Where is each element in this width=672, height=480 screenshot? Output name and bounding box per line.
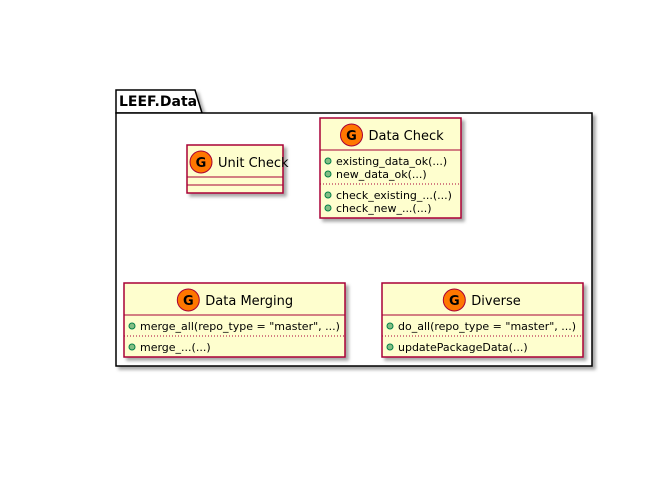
- class-member: do_all(repo_type = "master", ...): [398, 320, 576, 333]
- class-box: [319, 117, 462, 219]
- public-visibility-icon: [386, 322, 394, 330]
- class-data-merging[interactable]: G Data Merging merge_all(repo_type = "mast…: [123, 282, 346, 358]
- stereotype-letter: G: [346, 129, 357, 144]
- public-visibility-icon: [324, 157, 332, 165]
- stereotype-letter: G: [196, 156, 207, 171]
- class-data-check[interactable]: G Data Check existing_data_ok(...)new_data…: [319, 117, 462, 219]
- class-stereotype-icon: [189, 150, 213, 174]
- class-member: merge_all(repo_type = "master", ...): [140, 320, 340, 333]
- public-visibility-icon: [324, 170, 332, 178]
- package-name: LEEF.Data: [119, 94, 197, 110]
- class-stereotype-icon: [442, 288, 466, 312]
- class-unit-check[interactable]: G Unit Check: [186, 144, 289, 194]
- public-visibility-icon: [128, 343, 136, 351]
- class-title: Data Merging: [205, 294, 293, 309]
- class-member: check_new_...(...): [336, 202, 432, 215]
- class-member: merge_...(...): [140, 341, 211, 354]
- class-member: existing_data_ok(...): [336, 155, 447, 168]
- class-title: Data Check: [369, 129, 445, 144]
- class-member: new_data_ok(...): [336, 168, 427, 181]
- stereotype-letter: G: [449, 294, 460, 309]
- class-member: updatePackageData(...): [398, 341, 528, 354]
- stereotype-letter: G: [183, 294, 194, 309]
- public-visibility-icon: [128, 322, 136, 330]
- public-visibility-icon: [324, 204, 332, 212]
- class-diverse[interactable]: G Diverse do_all(repo_type = "master", ...…: [381, 282, 584, 358]
- public-visibility-icon: [386, 343, 394, 351]
- public-visibility-icon: [324, 191, 332, 199]
- class-title: Diverse: [471, 294, 520, 309]
- class-title: Unit Check: [218, 156, 289, 171]
- class-box: [381, 282, 584, 358]
- class-box: [123, 282, 346, 358]
- class-member: check_existing_...(...): [336, 189, 452, 202]
- class-stereotype-icon: [176, 288, 200, 312]
- class-stereotype-icon: [340, 123, 363, 147]
